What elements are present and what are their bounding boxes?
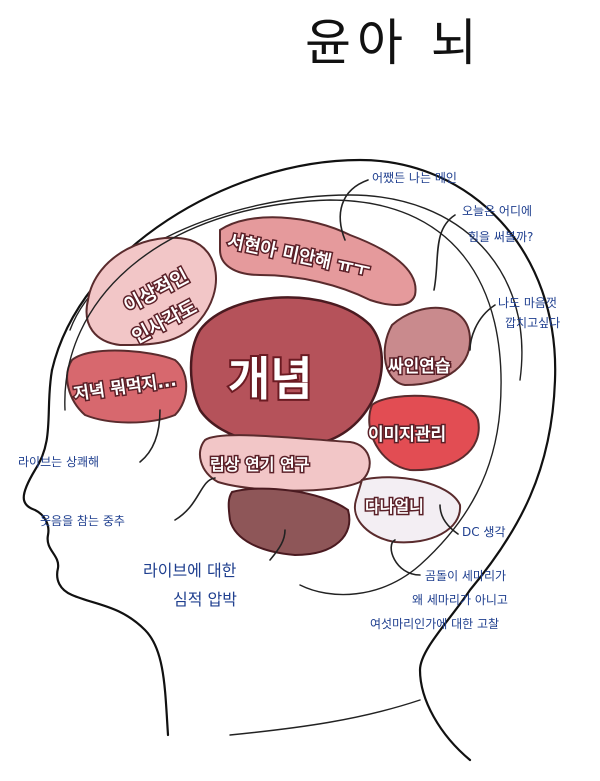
region-top-arc	[219, 216, 417, 306]
note-today-1: 오늘은 어디에	[462, 204, 532, 218]
note-pressure-1: 라이브에 대한	[143, 561, 237, 580]
note-live: 라이브는 상쾌해	[18, 455, 99, 469]
region-top-left	[85, 236, 217, 347]
label-center: 개념	[228, 352, 313, 406]
note-today-2: 힘을 써볼까?	[468, 230, 533, 244]
label-right-1: 싸인연습	[388, 357, 451, 377]
region-bottom-right	[353, 476, 462, 544]
region-center	[189, 296, 384, 448]
note-bears-3: 여섯마리인가에 대한 고찰	[370, 617, 499, 631]
region-bottom	[198, 434, 371, 492]
note-pressure-2: 심적 압박	[173, 590, 237, 609]
brain-outline	[64, 199, 502, 596]
face-profile	[22, 368, 170, 737]
arrow-bears	[390, 539, 421, 576]
neck-line	[229, 699, 421, 736]
head-outline	[50, 158, 557, 762]
note-bears-2: 왜 세마리가 아니고	[412, 593, 508, 607]
arrow-live	[139, 409, 161, 463]
label-bottom: 립상 연기 연구	[210, 455, 310, 474]
arrow-main	[339, 179, 369, 241]
page-title: 윤아 뇌	[305, 14, 483, 72]
note-dc: DC 생각	[462, 525, 506, 539]
region-left	[66, 349, 188, 424]
note-free-2: 깝치고싶다	[505, 316, 560, 330]
arrow-today	[433, 214, 456, 291]
region-right-2	[368, 394, 480, 472]
region-right-1	[383, 306, 472, 387]
note-free-1: 나도 마음껏	[498, 296, 557, 310]
arrow-pressure	[269, 529, 286, 561]
label-right-2: 이미지관리	[368, 425, 446, 445]
label-bottom-right: 다나얼니	[365, 497, 424, 516]
note-bears-1: 곰돌이 세마리가	[425, 569, 506, 583]
note-main: 어쨌든 나는 메인	[372, 171, 457, 185]
arrow-dc	[439, 504, 459, 535]
note-laugh: 웃음을 참는 중추	[40, 514, 125, 528]
region-brown	[227, 487, 351, 557]
arrow-laugh	[174, 477, 216, 521]
